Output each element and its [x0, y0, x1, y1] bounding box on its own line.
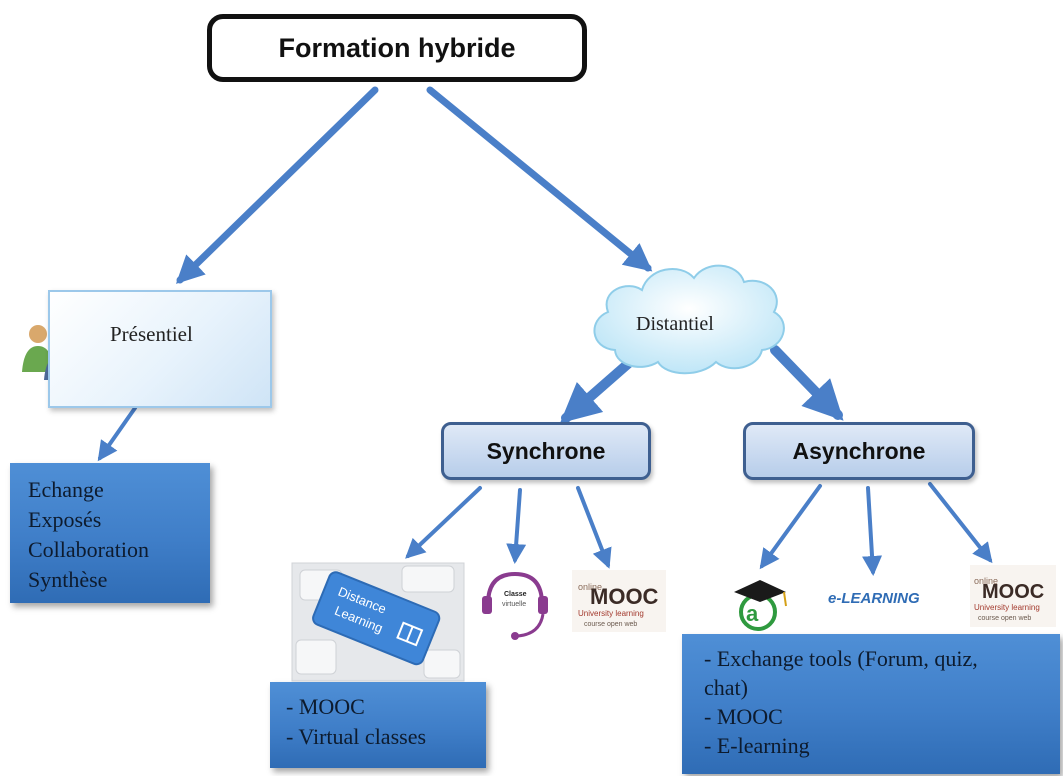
presentiel-activities-box: Echange Exposés Collaboration Synthèse: [10, 463, 210, 603]
synchrone-list-item: - Virtual classes: [286, 724, 427, 749]
arrow-root-to-distantiel: [426, 86, 653, 272]
presentiel-node: [48, 290, 272, 408]
asynchrone-label: Asynchrone: [792, 437, 926, 464]
activity-item: Synthèse: [28, 567, 108, 592]
asynchrone-list-item: - MOOC: [704, 704, 783, 729]
distantiel-cloud: [593, 264, 785, 375]
arrow-synchrone-to-keyboard: [405, 486, 482, 559]
svg-text:course open web: course open web: [978, 615, 1031, 622]
e-learning-logo: e-LEARNING: [828, 590, 920, 607]
svg-text:Classe: Classe: [504, 591, 527, 598]
svg-text:course open web: course open web: [584, 621, 637, 628]
svg-text:MOOC: MOOC: [590, 584, 659, 609]
svg-text:online: online: [974, 576, 998, 586]
arrow-root-to-presentiel: [175, 86, 379, 284]
arrow-asynchrone-to-elearning: [862, 486, 883, 576]
svg-text:a: a: [746, 601, 759, 626]
arrow-asynchrone-to-at: [759, 484, 822, 570]
virtual-class-headset-icon: Classe virtuelle: [482, 571, 548, 640]
root-title: Formation hybride: [278, 32, 516, 63]
svg-text:University learning: University learning: [974, 603, 1040, 612]
arrow-asynchrone-to-mooc: [928, 482, 993, 564]
synchrone-label: Synchrone: [486, 437, 606, 464]
synchrone-node: Synchrone: [441, 422, 651, 480]
activity-item: Echange: [28, 477, 104, 502]
arrow-synchrone-to-mooc: [576, 486, 612, 569]
mooc-wordcloud-image-async: online MOOC University learning course o…: [970, 565, 1056, 627]
arrow-presentiel-to-activities: [97, 406, 137, 462]
asynchrone-list-item: chat): [704, 675, 748, 700]
svg-text:University learning: University learning: [578, 609, 644, 618]
svg-text:MOOC: MOOC: [982, 581, 1044, 603]
arrow-distantiel-to-asynchrone: [770, 345, 844, 421]
distantiel-label: Distantiel: [636, 313, 714, 335]
activity-item: Exposés: [28, 507, 102, 532]
synchrone-list-box: - MOOC - Virtual classes: [270, 682, 486, 768]
arrow-distantiel-to-synchrone: [559, 357, 635, 424]
arrow-synchrone-to-headset: [506, 488, 527, 564]
graduation-at-icon: a: [734, 580, 787, 631]
synchrone-list-item: - MOOC: [286, 694, 365, 719]
svg-text:virtuelle: virtuelle: [502, 601, 526, 608]
root-node: Formation hybride: [207, 14, 587, 82]
presentiel-label: Présentiel: [110, 322, 193, 346]
activity-item: Collaboration: [28, 537, 149, 562]
asynchrone-node: Asynchrone: [743, 422, 975, 480]
asynchrone-list-item: - Exchange tools (Forum, quiz,: [704, 646, 978, 671]
distance-learning-keyboard-image: Distance Learning: [291, 562, 465, 682]
asynchrone-list-item: - E-learning: [704, 733, 810, 758]
mooc-wordcloud-image-sync: online MOOC University learning course o…: [572, 570, 666, 632]
svg-text:e-LEARNING: e-LEARNING: [828, 590, 920, 607]
svg-text:online: online: [578, 582, 602, 592]
asynchrone-list-box: - Exchange tools (Forum, quiz, chat) - M…: [682, 634, 1060, 774]
